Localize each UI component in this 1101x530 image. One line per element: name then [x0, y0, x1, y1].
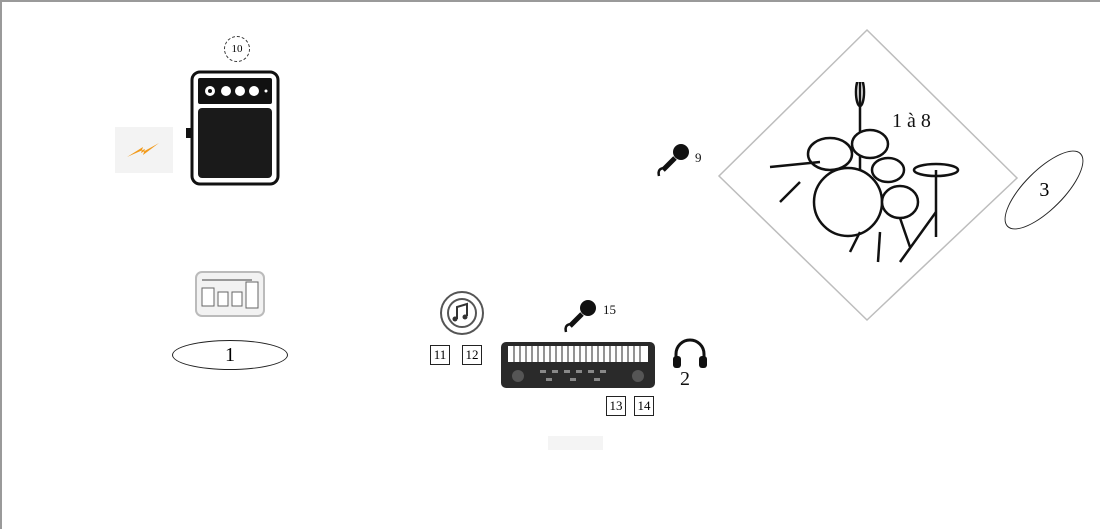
drum-mic-label: 9 [695, 150, 702, 166]
riser-label: 3 [1039, 179, 1049, 202]
pedalboard-label: 1 [225, 344, 235, 367]
power-outlet [115, 127, 173, 173]
stage-mark [548, 436, 603, 450]
drums-label: 1 à 8 [892, 110, 931, 133]
loop-input-12-label: 12 [466, 347, 479, 363]
keyboard-input-14-label: 14 [638, 398, 651, 414]
microphone-icon [655, 140, 695, 180]
pedalboard-icon [192, 268, 268, 320]
keyboard-input-13-label: 13 [610, 398, 623, 414]
headphones-label: 2 [680, 368, 690, 391]
keys-mic-icon [562, 298, 602, 334]
drum-kit-icon [760, 82, 965, 272]
pedalboard-label-pill: 1 [172, 340, 288, 370]
amp-badge-label: 10 [232, 43, 243, 55]
loop-input-11: 11 [430, 345, 450, 365]
amp-badge: 10 [224, 36, 250, 62]
keyboard-icon [500, 340, 656, 390]
amp-icon [186, 70, 282, 186]
loop-input-11-label: 11 [434, 347, 447, 363]
loop-input-12: 12 [462, 345, 482, 365]
keyboard-input-14: 14 [634, 396, 654, 416]
keyboard-input-13: 13 [606, 396, 626, 416]
headphones-icon [670, 338, 710, 370]
power-bolt-icon [115, 127, 173, 173]
keys-mic-label: 15 [603, 302, 616, 318]
music-loop-icon [437, 288, 487, 338]
